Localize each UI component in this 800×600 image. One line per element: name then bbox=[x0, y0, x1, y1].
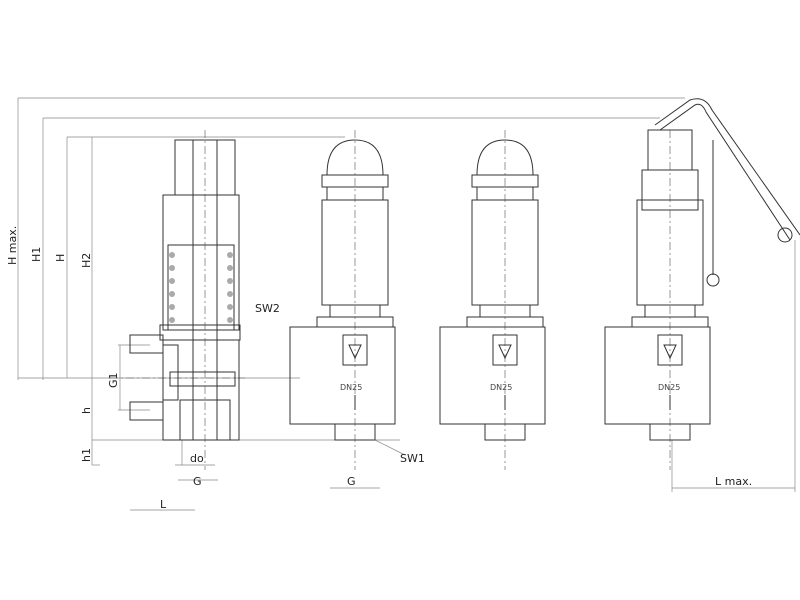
outlet-nipple bbox=[484, 423, 526, 441]
dim-label-H1: H1 bbox=[30, 247, 43, 262]
dim-label-do: do bbox=[190, 452, 204, 465]
dim-label-H2: H2 bbox=[80, 253, 93, 268]
valve-section-view bbox=[110, 130, 245, 470]
nominal-size-label: DN25 bbox=[340, 383, 362, 392]
logo-plate bbox=[657, 334, 683, 366]
dim-label-G-side: G bbox=[347, 475, 356, 488]
dim-label-h-max: H max. bbox=[6, 226, 19, 265]
dim-label-G1: G1 bbox=[107, 372, 120, 388]
nominal-size-label: DN25 bbox=[658, 383, 680, 392]
logo-shield-icon bbox=[663, 344, 677, 360]
hex-nut bbox=[641, 169, 699, 211]
cap-dome bbox=[476, 139, 534, 176]
logo-plate bbox=[342, 334, 368, 366]
dim-label-L: L bbox=[160, 498, 167, 511]
cap-dome bbox=[326, 139, 384, 176]
dim-label-h: h bbox=[80, 407, 93, 414]
dim-label-H: H bbox=[54, 254, 67, 262]
logo-plate bbox=[492, 334, 518, 366]
logo-shield-icon bbox=[348, 344, 362, 360]
dimension-lines bbox=[17, 97, 796, 511]
logo-shield-icon bbox=[498, 344, 512, 360]
lifting-lever bbox=[654, 98, 800, 287]
outlet-nipple bbox=[649, 423, 691, 441]
dim-label-L-max: L max. bbox=[715, 475, 752, 488]
dim-label-G: G bbox=[193, 475, 202, 488]
valve-exterior-views bbox=[289, 129, 711, 470]
outlet-nipple bbox=[334, 423, 376, 441]
label-SW2: SW2 bbox=[255, 302, 280, 315]
dim-label-h1: h1 bbox=[80, 448, 93, 462]
nominal-size-label: DN25 bbox=[490, 383, 512, 392]
label-SW1: SW1 bbox=[400, 452, 425, 465]
